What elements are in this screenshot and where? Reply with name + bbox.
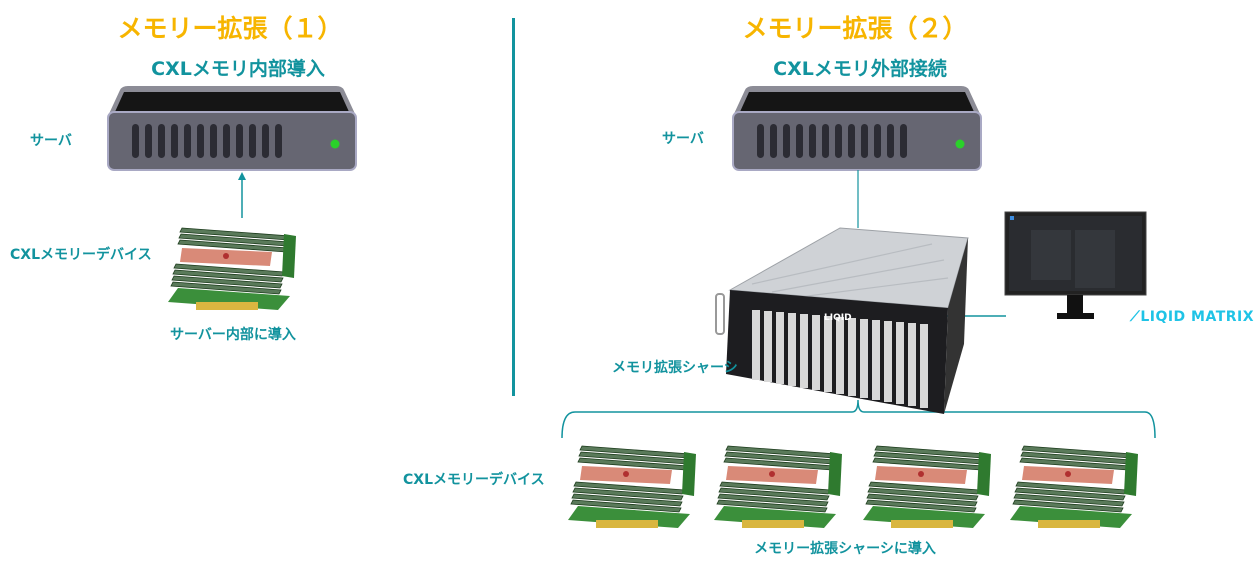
left-caption: サーバー内部に導入 (170, 327, 296, 343)
left-server-label: サーバ (30, 133, 72, 149)
left-subtitle: CXLメモリ内部導入 (151, 58, 325, 80)
left-title: メモリー拡張（１） (117, 14, 343, 43)
arrow-up-icon (238, 172, 246, 218)
cxl-memory-card-icon (567, 445, 697, 529)
right-subtitle: CXLメモリ外部接続 (773, 58, 947, 80)
right-caption: メモリー拡張シャーシに導入 (754, 541, 936, 557)
right-server-label: サーバ (662, 131, 704, 147)
divider (512, 18, 515, 396)
left-device-label: CXLメモリーデバイス (10, 247, 152, 263)
liqid-matrix-text: LIQID MATRIX (1140, 309, 1255, 325)
liqid-matrix-logo: ⟋LIQID MATRIX (1130, 309, 1255, 325)
memory-chassis: LIQID (715, 227, 969, 414)
right-title: メモリー拡張（２） (742, 14, 968, 43)
cxl-memory-card-icon (713, 445, 843, 529)
chassis-label: メモリ拡張シャーシ (612, 360, 738, 376)
chassis-brand: LIQID (824, 313, 852, 323)
monitor-icon (1004, 211, 1147, 319)
cxl-memory-card-icon (1009, 445, 1139, 529)
cxl-memory-card-icon (862, 445, 992, 529)
right-device-label: CXLメモリーデバイス (403, 472, 545, 488)
